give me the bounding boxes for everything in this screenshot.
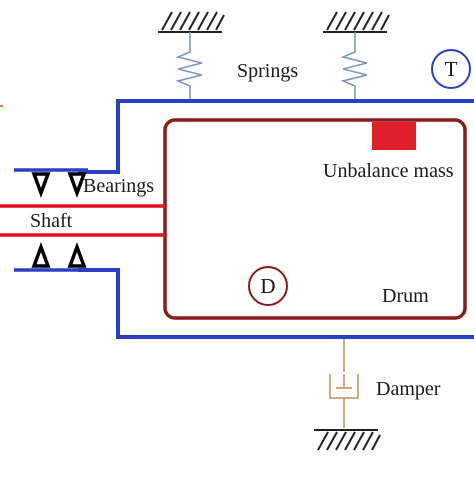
- bearing-bottom-left-icon: [31, 241, 51, 268]
- tub-marker-label: T: [445, 57, 458, 81]
- bearing-icons: [31, 172, 87, 268]
- ground-top-right: [323, 11, 390, 33]
- unbalance-mass-block: [372, 122, 416, 150]
- spring-left: [175, 32, 203, 100]
- bearing-top-right-icon: [67, 172, 87, 199]
- tub-outline: [78, 99, 474, 339]
- drum-outline: [163, 118, 467, 320]
- tub-marker-circle: [431, 49, 471, 89]
- bearings-label: Bearings: [83, 175, 154, 197]
- bearing-top-left-icon: [31, 172, 51, 199]
- ground-bottom: [314, 429, 381, 451]
- unbalance-mass-label: Unbalance mass: [323, 160, 454, 182]
- drum-label: Drum: [382, 285, 429, 307]
- ground-top-left: [158, 11, 225, 33]
- damper: [329, 339, 359, 428]
- shaft-label: Shaft: [30, 210, 73, 232]
- drum-marker-label: D: [260, 274, 275, 298]
- spring-right: [340, 32, 368, 100]
- springs-label: Springs: [237, 60, 298, 82]
- bearing-bottom-right-icon: [67, 241, 87, 268]
- damper-label: Damper: [376, 378, 441, 400]
- drum-marker-circle: [248, 266, 288, 306]
